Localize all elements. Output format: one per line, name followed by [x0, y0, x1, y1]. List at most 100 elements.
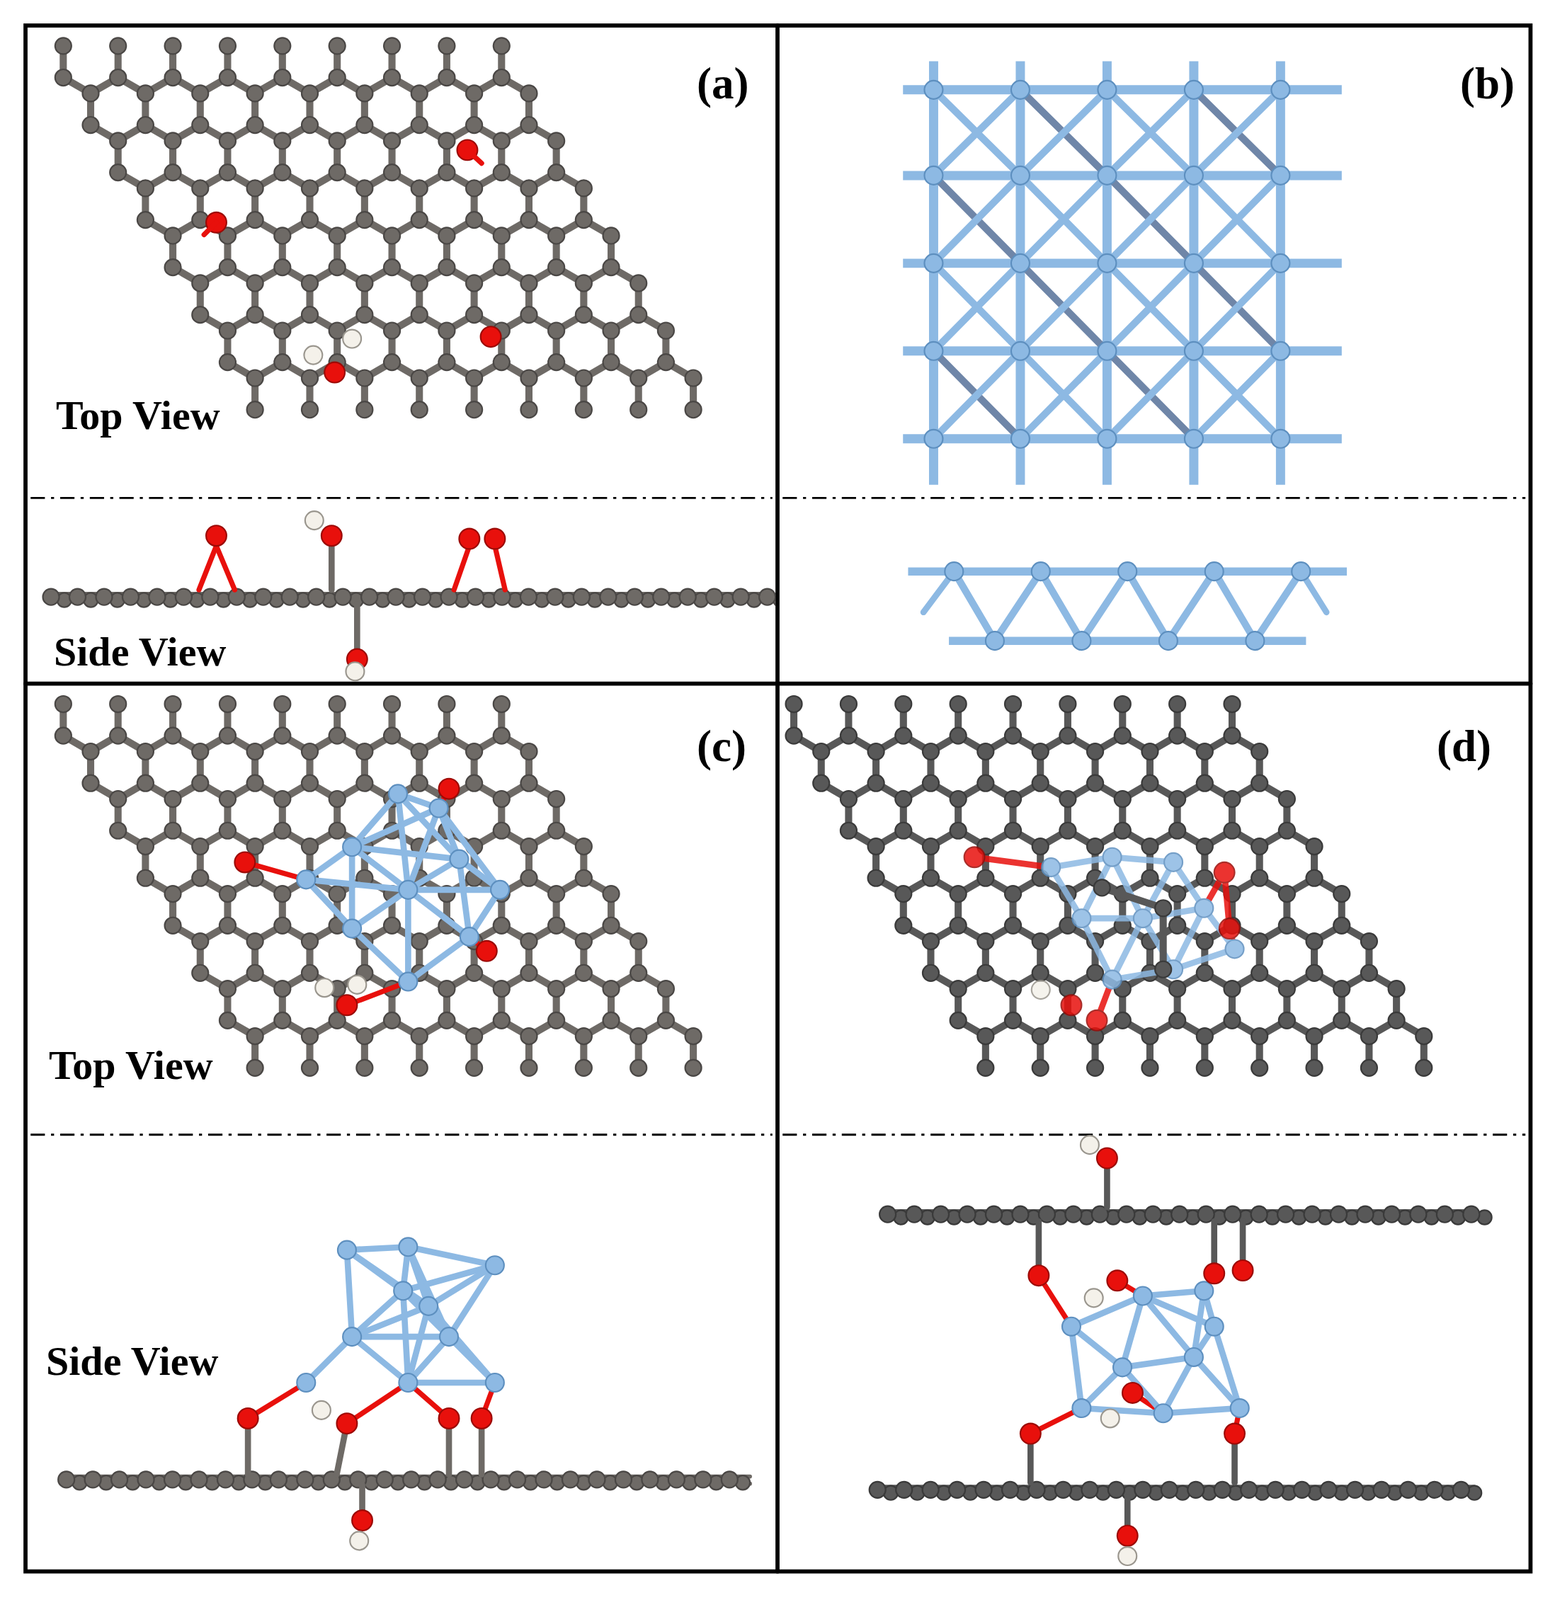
carbon-atom	[329, 259, 346, 276]
carbon-atom	[191, 84, 209, 102]
carbon-atom	[1196, 743, 1213, 760]
carbon-atom	[548, 132, 565, 149]
panel-label: (c)	[693, 721, 750, 772]
carbon-atom	[55, 696, 72, 713]
carbon-atom	[1064, 1206, 1082, 1223]
carbon-atom	[1011, 1206, 1029, 1223]
carbon-atom	[247, 211, 264, 229]
carbon-atom	[301, 369, 318, 386]
metal-atom	[985, 631, 1005, 651]
carbon-atom	[1240, 1482, 1257, 1499]
metal-bond	[1020, 263, 1107, 352]
oxygen-atom	[1096, 1147, 1118, 1169]
carbon-atom	[438, 37, 455, 54]
metal-bond	[407, 887, 500, 894]
metal-bond	[351, 890, 408, 930]
carbon-atom	[1086, 743, 1104, 760]
oxygen-atom	[439, 778, 460, 800]
carbon-atom	[274, 132, 291, 149]
metal-atom	[1159, 631, 1178, 651]
carbon-atom	[55, 69, 72, 86]
oxygen-bond	[974, 857, 1051, 868]
metal-atom	[944, 562, 964, 581]
carbon-atom	[950, 917, 967, 934]
carbon-atom	[109, 790, 127, 808]
carbon-atom	[493, 69, 510, 86]
carbon-atom	[575, 211, 592, 229]
carbon-atom	[785, 696, 803, 713]
carbon-atom	[562, 1471, 579, 1488]
carbon-atom	[1086, 775, 1104, 792]
metal-bond	[1020, 263, 1107, 352]
hydrogen-atom	[1080, 1135, 1099, 1155]
carbon-atom	[977, 1060, 994, 1077]
carbon-atom	[812, 775, 830, 792]
carbon-atom	[301, 116, 318, 134]
carbon-atom	[493, 917, 510, 934]
carbon-atom	[685, 1028, 702, 1045]
carbon-atom	[1141, 1028, 1158, 1045]
carbon-atom	[906, 1206, 923, 1223]
carbon-atom	[438, 354, 455, 371]
carbon-atom	[219, 885, 236, 903]
carbon-atom	[137, 116, 154, 134]
panel-divider	[775, 25, 780, 1572]
carbon-atom	[668, 1471, 685, 1488]
carbon-atom	[548, 822, 565, 840]
carbon-atom	[465, 1028, 483, 1045]
hydrogen-atom	[1118, 1547, 1137, 1566]
oxygen-bond	[1103, 1168, 1111, 1208]
carbon-atom	[1306, 1060, 1323, 1077]
metal-bond	[1127, 571, 1169, 641]
carbon-atom	[274, 322, 291, 339]
metal-atom	[393, 1281, 413, 1301]
carbon-atom	[465, 1060, 483, 1077]
carbon-atom	[1453, 1482, 1470, 1499]
carbon-atom	[175, 589, 192, 606]
carbon-atom	[1169, 980, 1186, 998]
carbon-atom	[493, 1012, 510, 1029]
carbon-atom	[1169, 885, 1186, 903]
carbon-atom	[548, 227, 565, 244]
oxygen-bond	[328, 540, 335, 590]
carbon-atom	[411, 401, 428, 418]
carbon-atom	[247, 84, 264, 102]
metal-atom	[1184, 166, 1204, 185]
hydrogen-atom	[349, 1531, 369, 1551]
carbon-atom	[201, 589, 219, 606]
metal-bond	[1081, 1408, 1163, 1414]
carbon-atom	[1001, 1482, 1019, 1499]
metal-bond	[1020, 175, 1107, 264]
carbon-atom	[137, 84, 154, 102]
carbon-atom	[301, 965, 318, 982]
metal-atom	[924, 166, 943, 185]
carbon-atom	[137, 870, 154, 887]
carbon-atom	[82, 775, 99, 792]
carbon-atom	[1278, 917, 1296, 934]
carbon-atom	[191, 116, 209, 134]
carbon-atom	[1169, 727, 1186, 745]
metal-bond	[397, 793, 408, 890]
carbon-atom	[1059, 790, 1076, 808]
carbon-atom	[164, 917, 182, 934]
carbon-atom	[948, 1482, 966, 1499]
oxygen-bond	[453, 545, 470, 590]
carbon-atom	[1278, 822, 1296, 840]
carbon-atom	[657, 980, 675, 998]
carbon-atom	[383, 727, 401, 745]
carbon-atom	[493, 164, 510, 181]
metal-atom	[1184, 429, 1204, 449]
carbon-atom	[895, 727, 912, 745]
metal-atom	[1103, 848, 1122, 867]
carbon-atom	[895, 696, 912, 713]
carbon-atom	[575, 306, 592, 323]
carbon-atom	[1081, 1482, 1098, 1499]
carbon-atom	[465, 369, 483, 386]
carbon-atom	[922, 743, 939, 760]
carbon-atom	[82, 116, 99, 134]
metal-atom	[460, 927, 479, 947]
carbon-atom	[1346, 1482, 1364, 1499]
carbon-atom	[82, 84, 99, 102]
carbon-atom	[281, 589, 299, 606]
oxygen-bond	[354, 604, 361, 653]
